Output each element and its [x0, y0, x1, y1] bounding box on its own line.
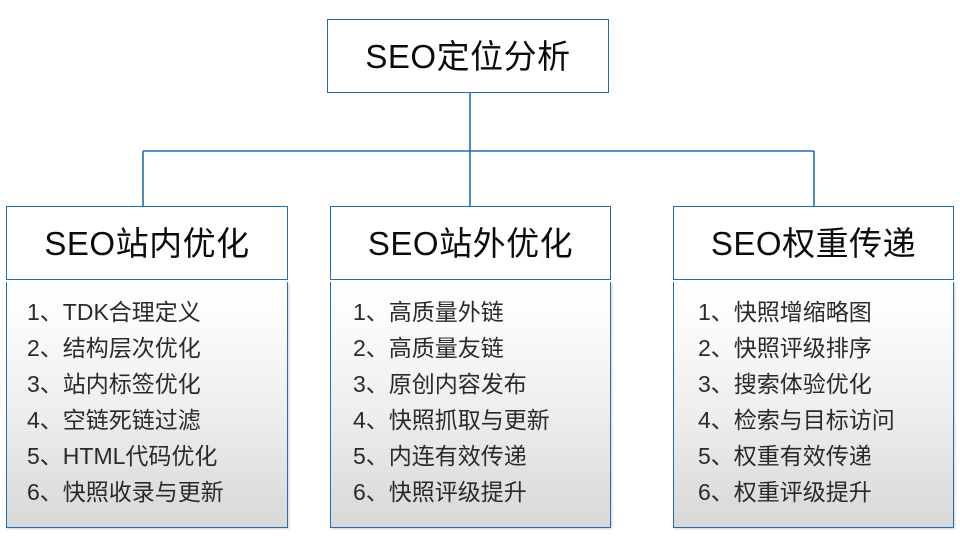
list-item: 4、快照抓取与更新	[353, 407, 550, 433]
list-item: 5、内连有效传递	[353, 443, 527, 469]
branch-header-3[interactable]: SEO权重传递	[673, 206, 954, 280]
list-item: 3、搜索体验优化	[698, 371, 872, 397]
branch-item-list-1: 1、TDK合理定义 2、结构层次优化 3、站内标签优化 4、空链死链过滤 5、H…	[7, 294, 224, 510]
list-item: 6、权重评级提升	[698, 479, 872, 505]
branch-item-list-2: 1、高质量外链 2、高质量友链 3、原创内容发布 4、快照抓取与更新 5、内连有…	[331, 294, 550, 510]
list-item: 2、结构层次优化	[27, 335, 201, 361]
list-item: 1、TDK合理定义	[27, 299, 201, 325]
branch-body-2: 1、高质量外链 2、高质量友链 3、原创内容发布 4、快照抓取与更新 5、内连有…	[330, 282, 611, 528]
branch-column-2: SEO站外优化 1、高质量外链 2、高质量友链 3、原创内容发布 4、快照抓取与…	[330, 206, 611, 528]
list-item: 2、高质量友链	[353, 335, 504, 361]
list-item: 5、权重有效传递	[698, 443, 872, 469]
root-node[interactable]: SEO定位分析	[327, 19, 609, 93]
list-item: 6、快照评级提升	[353, 479, 527, 505]
list-item: 1、高质量外链	[353, 299, 504, 325]
list-item: 3、原创内容发布	[353, 371, 527, 397]
branch-header-1[interactable]: SEO站内优化	[6, 206, 288, 280]
list-item: 1、快照增缩略图	[698, 299, 872, 325]
branch-header-label-3: SEO权重传递	[710, 224, 917, 262]
root-node-label: SEO定位分析	[365, 37, 571, 75]
list-item: 6、快照收录与更新	[27, 479, 224, 505]
branch-column-1: SEO站内优化 1、TDK合理定义 2、结构层次优化 3、站内标签优化 4、空链…	[6, 206, 288, 528]
branch-header-label-2: SEO站外优化	[367, 224, 574, 262]
branch-header-label-1: SEO站内优化	[44, 224, 250, 262]
list-item: 4、空链死链过滤	[27, 407, 201, 433]
list-item: 2、快照评级排序	[698, 335, 872, 361]
branch-body-1: 1、TDK合理定义 2、结构层次优化 3、站内标签优化 4、空链死链过滤 5、H…	[6, 282, 288, 528]
branch-body-3: 1、快照增缩略图 2、快照评级排序 3、搜索体验优化 4、检索与目标访问 5、权…	[673, 282, 954, 528]
list-item: 3、站内标签优化	[27, 371, 201, 397]
branch-column-3: SEO权重传递 1、快照增缩略图 2、快照评级排序 3、搜索体验优化 4、检索与…	[673, 206, 954, 528]
list-item: 5、HTML代码优化	[27, 443, 218, 469]
branch-header-2[interactable]: SEO站外优化	[330, 206, 611, 280]
list-item: 4、检索与目标访问	[698, 407, 895, 433]
branch-item-list-3: 1、快照增缩略图 2、快照评级排序 3、搜索体验优化 4、检索与目标访问 5、权…	[674, 294, 895, 510]
